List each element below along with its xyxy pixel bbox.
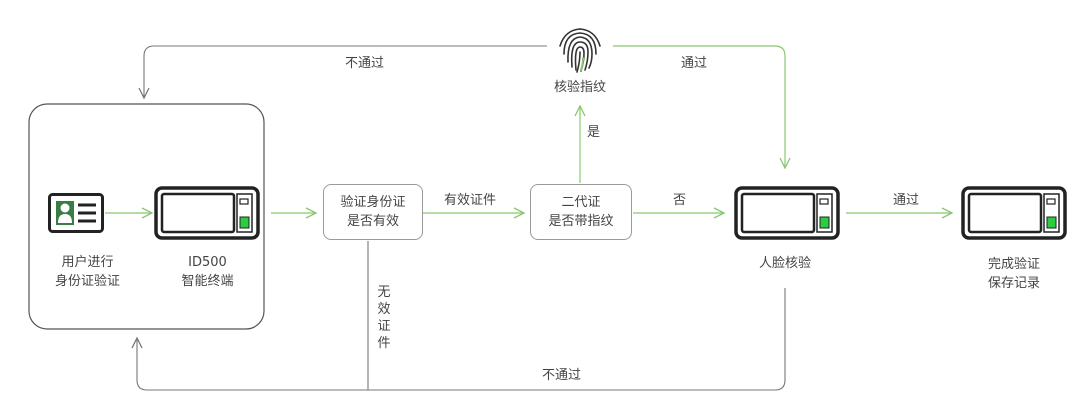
edge-face-pass: 通过 (893, 193, 920, 208)
check-valid-line2: 是否有效 (346, 214, 399, 229)
user-label: 用户进行 身份证验证 (40, 253, 135, 291)
edge-no: 否 (673, 193, 687, 208)
done-label: 完成验证 保存记录 (972, 255, 1056, 293)
edge-invalid-doc-char4: 件 (377, 336, 391, 351)
edge-fingerprint-pass: 通过 (681, 56, 708, 71)
done-terminal-device-icon (961, 186, 1067, 240)
check-valid-box: 验证身份证 是否有效 (323, 184, 423, 240)
edge-invalid-doc-char1: 无 (377, 285, 391, 300)
face-terminal-device-icon (734, 186, 840, 240)
face-label: 人脸核验 (758, 256, 811, 271)
edge-yes: 是 (587, 125, 601, 140)
second-gen-line1: 二代证 (561, 195, 601, 210)
second-gen-line2: 是否带指纹 (548, 214, 614, 229)
terminal-label: ID500 智能终端 (160, 253, 255, 291)
user-terminal-group-box (28, 103, 265, 330)
terminal-label-line1: ID500 (188, 255, 227, 270)
fingerprint-icon (559, 28, 601, 73)
arrow-face-fail (137, 288, 786, 391)
edge-invalid-doc: 无 效 证 件 (376, 284, 392, 352)
id-card-icon (48, 193, 104, 233)
done-label-line1: 完成验证 (987, 257, 1040, 272)
fingerprint-label: 核验指纹 (553, 80, 606, 95)
user-label-line2: 身份证验证 (54, 274, 120, 289)
edge-invalid-doc-char2: 效 (377, 302, 391, 317)
edge-valid-doc: 有效证件 (444, 193, 497, 208)
edge-invalid-doc-char3: 证 (377, 319, 391, 334)
done-label-line2: 保存记录 (987, 276, 1040, 291)
user-label-line1: 用户进行 (61, 255, 114, 270)
edge-face-fail: 不通过 (542, 368, 582, 383)
arrow-fingerprint-pass (613, 45, 785, 168)
terminal-label-line2: 智能终端 (181, 274, 234, 289)
edge-fingerprint-fail: 不通过 (345, 56, 385, 71)
check-valid-line1: 验证身份证 (340, 195, 406, 210)
terminal-device-icon (154, 186, 260, 240)
arrow-fingerprint-fail (144, 45, 547, 98)
second-gen-box: 二代证 是否带指纹 (530, 184, 632, 240)
